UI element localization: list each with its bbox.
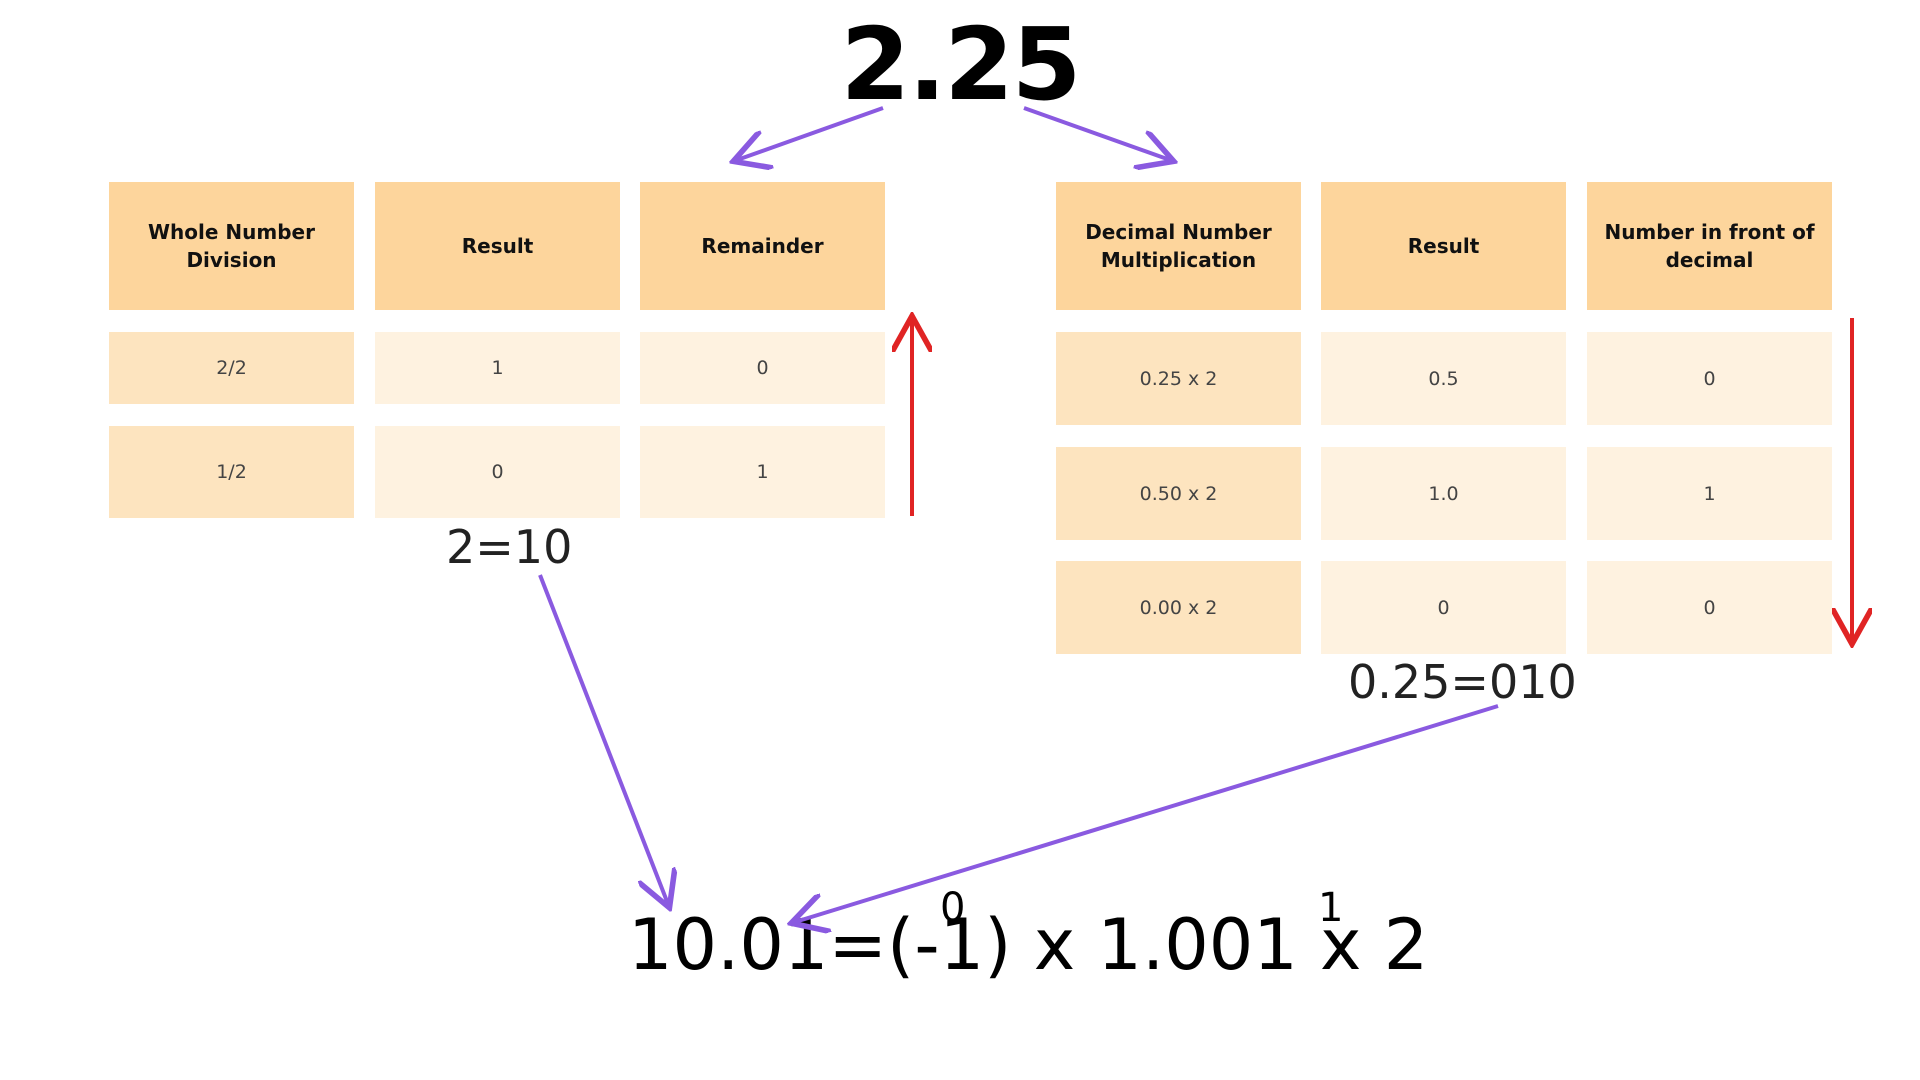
table-cell: 1 bbox=[640, 426, 885, 518]
left-header-result: Result bbox=[375, 182, 620, 310]
table-cell: 0.25 x 2 bbox=[1056, 332, 1301, 425]
right-header-result: Result bbox=[1321, 182, 1566, 310]
left-header-division: Whole Number Division bbox=[109, 182, 354, 310]
table-cell: 1.0 bbox=[1321, 447, 1566, 540]
table-cell: 0 bbox=[1321, 561, 1566, 654]
table-cell: 1 bbox=[1587, 447, 1832, 540]
right-result-label: 0.25=010 bbox=[1348, 655, 1577, 709]
arrow-title-to-left-table bbox=[737, 106, 884, 160]
table-cell: 0 bbox=[1587, 332, 1832, 425]
table-cell: 0.50 x 2 bbox=[1056, 447, 1301, 540]
ieee-formula: 10.01=(-1) x 1.001 x 2 bbox=[628, 905, 1428, 985]
table-cell: 1/2 bbox=[109, 426, 354, 518]
left-result-label: 2=10 bbox=[446, 520, 573, 574]
formula-middle: x 1.001 x 2 bbox=[1033, 904, 1429, 986]
table-cell: 0 bbox=[640, 332, 885, 404]
arrow-title-to-right-table bbox=[1023, 106, 1170, 160]
formula-sign-exponent: 0 bbox=[940, 885, 966, 931]
table-cell: 0 bbox=[1587, 561, 1832, 654]
title-number: 2.25 bbox=[840, 6, 1082, 123]
table-cell: 0.00 x 2 bbox=[1056, 561, 1301, 654]
table-cell: 1 bbox=[375, 332, 620, 404]
formula-exponent: 1 bbox=[1318, 885, 1344, 931]
table-cell: 0 bbox=[375, 426, 620, 518]
arrow-left-result-to-formula bbox=[538, 574, 668, 904]
table-cell: 0.5 bbox=[1321, 332, 1566, 425]
arrow-right-result-to-formula bbox=[795, 704, 1499, 922]
left-header-remainder: Remainder bbox=[640, 182, 885, 310]
right-header-multiplication: Decimal Number Multiplication bbox=[1056, 182, 1301, 310]
table-cell: 2/2 bbox=[109, 332, 354, 404]
right-header-front-digit: Number in front of decimal bbox=[1587, 182, 1832, 310]
